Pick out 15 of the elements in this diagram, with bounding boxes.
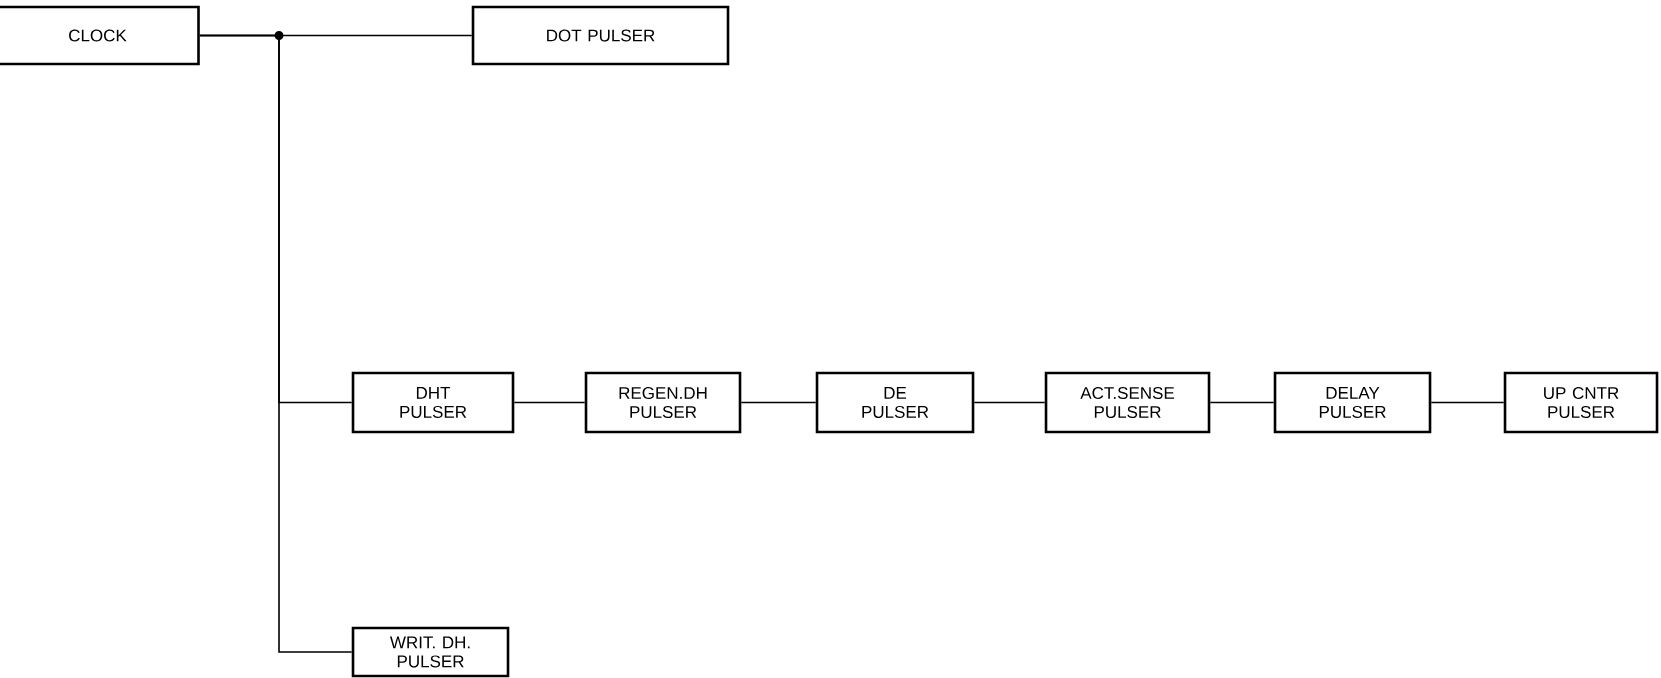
connector-line <box>740 401 817 404</box>
connector-line <box>513 401 586 404</box>
pulser-box: DHT PULSER <box>351 371 515 434</box>
connector-line <box>1209 401 1275 404</box>
pulser-box: UP CNTR PULSER <box>1503 371 1659 434</box>
pulser-box: DOT PULSER <box>471 5 730 66</box>
pulser-box: REGEN.DH PULSER <box>584 371 742 434</box>
pulser-box: DE PULSER <box>815 371 975 434</box>
pulser-box: WRIT. DH. PULSER <box>351 626 510 678</box>
connector-line <box>973 401 1046 404</box>
connector-line <box>199 34 353 653</box>
pulser-box: DELAY PULSER <box>1273 371 1432 434</box>
pulser-box: ACT.SENSE PULSER <box>1044 371 1211 434</box>
pulser-box: CLOCK <box>0 5 200 66</box>
connector-line <box>1430 401 1505 404</box>
